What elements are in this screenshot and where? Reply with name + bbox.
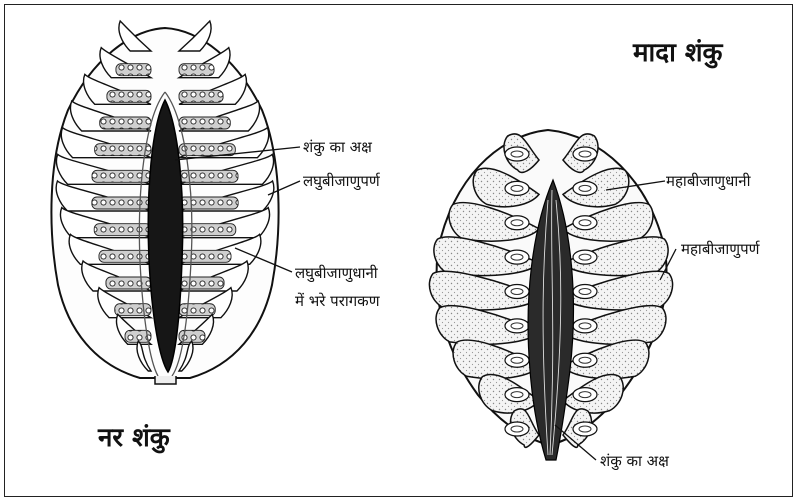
megasporangium-ovule <box>505 147 529 161</box>
microsporangium-sac <box>99 250 151 262</box>
microsporangium-sac <box>179 144 235 156</box>
microsporangium-sac <box>179 90 223 102</box>
megasporangium-ovule <box>573 285 597 299</box>
megasporangium-ovule <box>573 422 597 436</box>
microsporangium-sac <box>179 170 238 182</box>
microsporangium-sac <box>179 224 236 236</box>
label-female-axis: शंकु का अक्ष <box>600 452 669 470</box>
microsporangium-sac <box>179 304 215 316</box>
microsporangium-sac <box>106 277 151 289</box>
microsporangium-sac <box>116 64 151 76</box>
megasporangium-ovule <box>573 216 597 230</box>
megasporangium-ovule <box>505 285 529 299</box>
megasporangium-ovule <box>573 319 597 333</box>
megasporangium-ovule <box>505 422 529 436</box>
label-microsporangium-line1: लघुबीजाणुधानी <box>295 264 378 282</box>
megasporangium-ovule <box>573 181 597 195</box>
megasporangium-ovule <box>505 181 529 195</box>
label-male-axis: शंकु का अक्ष <box>303 138 372 156</box>
megasporangium-ovule <box>505 388 529 402</box>
microsporangium-sac <box>179 277 224 289</box>
male-cone <box>51 21 278 384</box>
label-megasporophyll: महाबीजाणुपर्ण <box>681 240 760 258</box>
microsporangium-sac <box>100 117 151 129</box>
microsporangium-sac <box>107 90 151 102</box>
microsporangium-sac <box>92 197 151 209</box>
megasporangium-ovule <box>573 147 597 161</box>
label-microsporangium-line2: में भरे परागकण <box>295 292 380 310</box>
female-cone-title: मादा शंकु <box>633 33 723 69</box>
microsporangium-sac <box>95 144 151 156</box>
microsporangium-sac <box>179 64 214 76</box>
megasporangium-ovule <box>505 319 529 333</box>
male-stalk <box>155 376 176 384</box>
microsporangium-sac <box>179 250 231 262</box>
microsporangium-sac <box>94 224 151 236</box>
megasporangium-ovule <box>573 250 597 264</box>
megasporangium-ovule <box>573 353 597 367</box>
male-cone-title: नर शंकु <box>98 418 170 454</box>
label-microsporophyll: लघुबीजाणुपर्ण <box>303 172 380 190</box>
microsporangium-sac <box>179 197 238 209</box>
megasporangium-ovule <box>505 216 529 230</box>
female-cone <box>429 130 672 460</box>
megasporangium-ovule <box>573 388 597 402</box>
microsporangium-sac <box>115 304 151 316</box>
megasporangium-ovule <box>505 353 529 367</box>
label-megasporangium: महाबीजाणुधानी <box>666 172 750 190</box>
microsporangium-sac <box>179 117 230 129</box>
megasporangium-ovule <box>505 250 529 264</box>
